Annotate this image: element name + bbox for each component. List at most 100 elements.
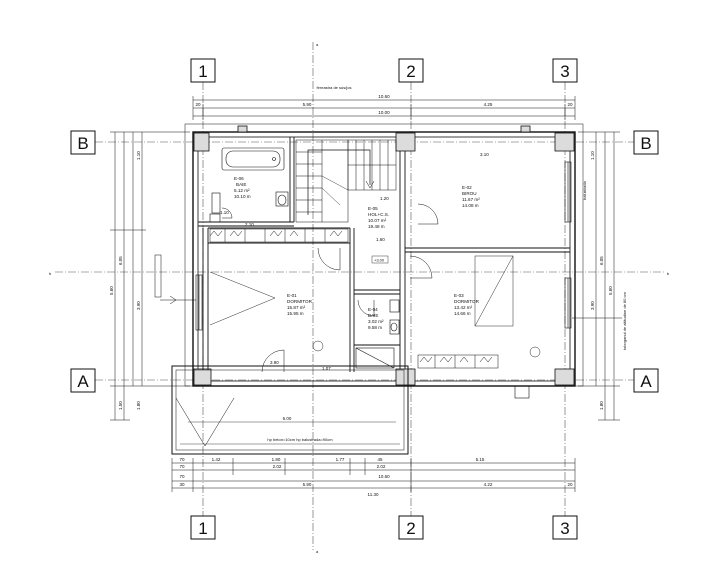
room-perimeter: 15.95 m bbox=[287, 311, 304, 316]
dim-interior: 1.07 bbox=[322, 366, 331, 371]
dim-inner: 10.00 bbox=[378, 110, 390, 115]
bathtub-icon bbox=[221, 147, 285, 171]
dim-interior: 1.20 bbox=[380, 196, 389, 201]
dim-bottom: 2.02 bbox=[273, 464, 282, 469]
grid-label: 1 bbox=[198, 519, 207, 538]
room-area: 3.02 m² bbox=[368, 319, 384, 324]
section-mark-a-bottom: a bbox=[316, 549, 319, 554]
room-name: BIROU bbox=[462, 191, 477, 196]
note-text: toboganul de altitudine de 80 cm bbox=[622, 292, 627, 350]
grid-label: 3 bbox=[560, 62, 569, 81]
exterior-walls bbox=[184, 123, 584, 387]
room-area: 13.42 m² bbox=[454, 305, 473, 310]
level-box bbox=[371, 255, 389, 264]
room-E-05: E-05 HOL+C.S. 10.07 m² 19.48 m bbox=[368, 206, 389, 229]
dim-interior: 2.10 bbox=[245, 222, 254, 227]
dim-bottom: 1.77 bbox=[336, 457, 345, 462]
dim-right: 3.90 bbox=[590, 301, 595, 310]
room-E-03: E-03 DORMITOR 13.42 m² 14.66 m bbox=[454, 293, 480, 316]
grid-bubble-1-top: 1 bbox=[190, 58, 216, 83]
grid-label: 3 bbox=[560, 519, 569, 538]
door-swings bbox=[221, 203, 439, 373]
grid-bubble-2-top: 2 bbox=[398, 58, 424, 83]
dim-interior: 1.60 bbox=[376, 237, 385, 242]
level-mark: +3.00 bbox=[374, 258, 385, 263]
dim-bottom-total: 10.60 bbox=[378, 474, 390, 479]
dim-end-right: 20 bbox=[567, 102, 573, 107]
grid-bubble-B-right: B bbox=[633, 130, 659, 155]
bottom-dimensions bbox=[171, 458, 576, 492]
right-dimensions bbox=[578, 131, 620, 421]
right-note: toboganul de altitudine de 80 cm balustr… bbox=[572, 181, 627, 350]
room-E-01: E-01 DORMITOR 15.87 m² 15.95 m bbox=[287, 293, 313, 316]
dim-bottom: 20 bbox=[567, 482, 573, 487]
room-E-02: E-02 BIROU 11.67 m² 14.08 m bbox=[462, 185, 480, 208]
dim-bottom: 1.80 bbox=[272, 457, 281, 462]
dim-bottom: 70 bbox=[179, 474, 185, 479]
room-perimeter: 19.48 m bbox=[368, 224, 385, 229]
room-name: HOL+C.S. bbox=[368, 212, 389, 217]
room-E-04: E-04 BAIE 3.02 m² 9.58 m bbox=[368, 307, 384, 330]
room-area: 11.67 m² bbox=[462, 197, 480, 202]
room-name: BAIE bbox=[236, 182, 246, 187]
room-code: E-02 bbox=[462, 185, 472, 190]
dim-interior: 3.90 bbox=[270, 360, 279, 365]
room-code: E-04 bbox=[368, 307, 378, 312]
dim-interior: 3.10 bbox=[480, 152, 489, 157]
dim-left: 1.80 bbox=[136, 401, 141, 410]
dim-right: 1.10 bbox=[590, 151, 595, 160]
terrace-note: hp beton=10cm hp balustrada=90cm bbox=[267, 437, 333, 442]
dim-right: 1.80 bbox=[599, 401, 604, 410]
interior-walls bbox=[198, 137, 570, 372]
grid-label: 2 bbox=[406, 62, 415, 81]
room-perimeter: 14.66 m bbox=[454, 311, 471, 316]
grid-label: A bbox=[640, 372, 652, 391]
wardrobe-band-top bbox=[209, 228, 349, 243]
room-name: BAIE bbox=[368, 313, 378, 318]
room-perimeter: 9.58 m bbox=[368, 325, 382, 330]
section-mark-b-right: b bbox=[667, 271, 670, 276]
room-name: DORMITOR bbox=[287, 299, 313, 304]
dim-interior: 1.10 bbox=[220, 210, 229, 215]
sink-icon bbox=[355, 299, 400, 369]
grid-label: A bbox=[77, 372, 89, 391]
railing-note: balustrada bbox=[582, 181, 587, 200]
grid-bubble-2-bottom: 2 bbox=[398, 515, 424, 540]
dim-right: 5.60 bbox=[608, 286, 613, 295]
grid-bubble-A-right: A bbox=[633, 368, 659, 393]
section-mark-b-left: b bbox=[49, 271, 52, 276]
windows bbox=[195, 161, 572, 331]
room-area: 10.07 m² bbox=[368, 218, 387, 223]
staircase bbox=[295, 139, 397, 223]
dim-bottom: 30 bbox=[179, 482, 185, 487]
left-dimensions bbox=[110, 131, 190, 421]
grid-label: B bbox=[640, 134, 651, 153]
dim-left: 6.05 bbox=[118, 256, 123, 265]
dim-left: 1.10 bbox=[136, 151, 141, 160]
grid-bubble-3-top: 3 bbox=[552, 58, 578, 83]
grid-label: B bbox=[77, 134, 88, 153]
dim-right: 6.05 bbox=[599, 256, 604, 265]
room-code: E-01 bbox=[287, 293, 297, 298]
dim-right-seg: 4.25 bbox=[484, 102, 493, 107]
room-name: DORMITOR bbox=[454, 299, 480, 304]
grid-bubble-3-bottom: 3 bbox=[552, 515, 578, 540]
wardrobe-band-bottom bbox=[417, 354, 499, 369]
room-code: E-06 bbox=[234, 176, 244, 181]
section-mark-a-top: a bbox=[316, 42, 319, 47]
dim-terrace: 6.00 bbox=[283, 416, 292, 421]
dim-bottom: 1.42 bbox=[212, 457, 221, 462]
dim-bottom: 5.90 bbox=[303, 482, 312, 487]
room-perimeter: 10.10 m bbox=[234, 194, 251, 199]
dim-left: 5.60 bbox=[109, 286, 114, 295]
grid-bubble-1-bottom: 1 bbox=[190, 515, 216, 540]
dim-bottom: 70 bbox=[179, 457, 185, 462]
dim-bottom: 45 bbox=[377, 457, 383, 462]
axis-lines bbox=[55, 42, 664, 550]
bedroom-marks bbox=[209, 255, 541, 358]
grid-label: 2 bbox=[406, 519, 415, 538]
dim-end-left: 20 bbox=[195, 102, 201, 107]
room-area: 5.12 m² bbox=[234, 188, 250, 193]
dim-left: 1.50 bbox=[118, 401, 123, 410]
